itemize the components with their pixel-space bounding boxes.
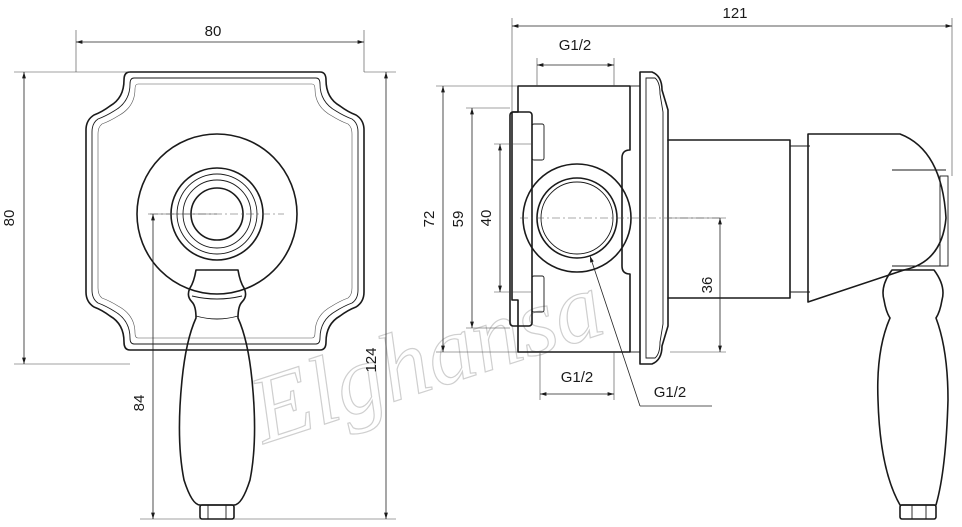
side-handle-head — [807, 133, 947, 303]
side-dimensions: 121 G1/2 G1/2 G1/2 72 59 40 36 — [421, 5, 953, 407]
front-view — [85, 71, 365, 520]
side-dim-72: 72 — [421, 211, 438, 228]
side-dim-40: 40 — [478, 210, 495, 227]
front-handle-label: 84 — [131, 395, 148, 412]
front-handle — [178, 269, 256, 506]
side-handle — [876, 269, 949, 506]
side-thread-bottom: G1/2 — [561, 369, 594, 386]
side-dim-59: 59 — [450, 211, 467, 228]
side-back-plate — [509, 111, 533, 327]
front-handle-band — [191, 295, 243, 300]
front-height-label: 80 — [1, 210, 18, 227]
side-thread-top: G1/2 — [559, 37, 592, 54]
side-view — [509, 71, 949, 520]
side-flange — [639, 71, 669, 365]
watermark-text: Elghansa — [235, 250, 615, 464]
front-total-label: 124 — [363, 347, 380, 372]
front-dimensions: 80 80 84 124 — [1, 23, 396, 520]
side-depth-label: 121 — [722, 5, 747, 22]
side-thread-side: G1/2 — [654, 384, 687, 401]
front-plate-outline — [85, 71, 365, 351]
front-plate-inner-2 — [97, 83, 353, 339]
front-width-label: 80 — [205, 23, 222, 40]
front-handle-band-2 — [195, 315, 239, 320]
front-plate-inner-1 — [91, 77, 359, 345]
front-rosette — [136, 133, 298, 295]
watermark: Elghansa — [235, 249, 616, 465]
side-dim-36: 36 — [699, 277, 716, 294]
front-handle-tip — [199, 504, 235, 520]
side-sleeve — [667, 139, 791, 299]
